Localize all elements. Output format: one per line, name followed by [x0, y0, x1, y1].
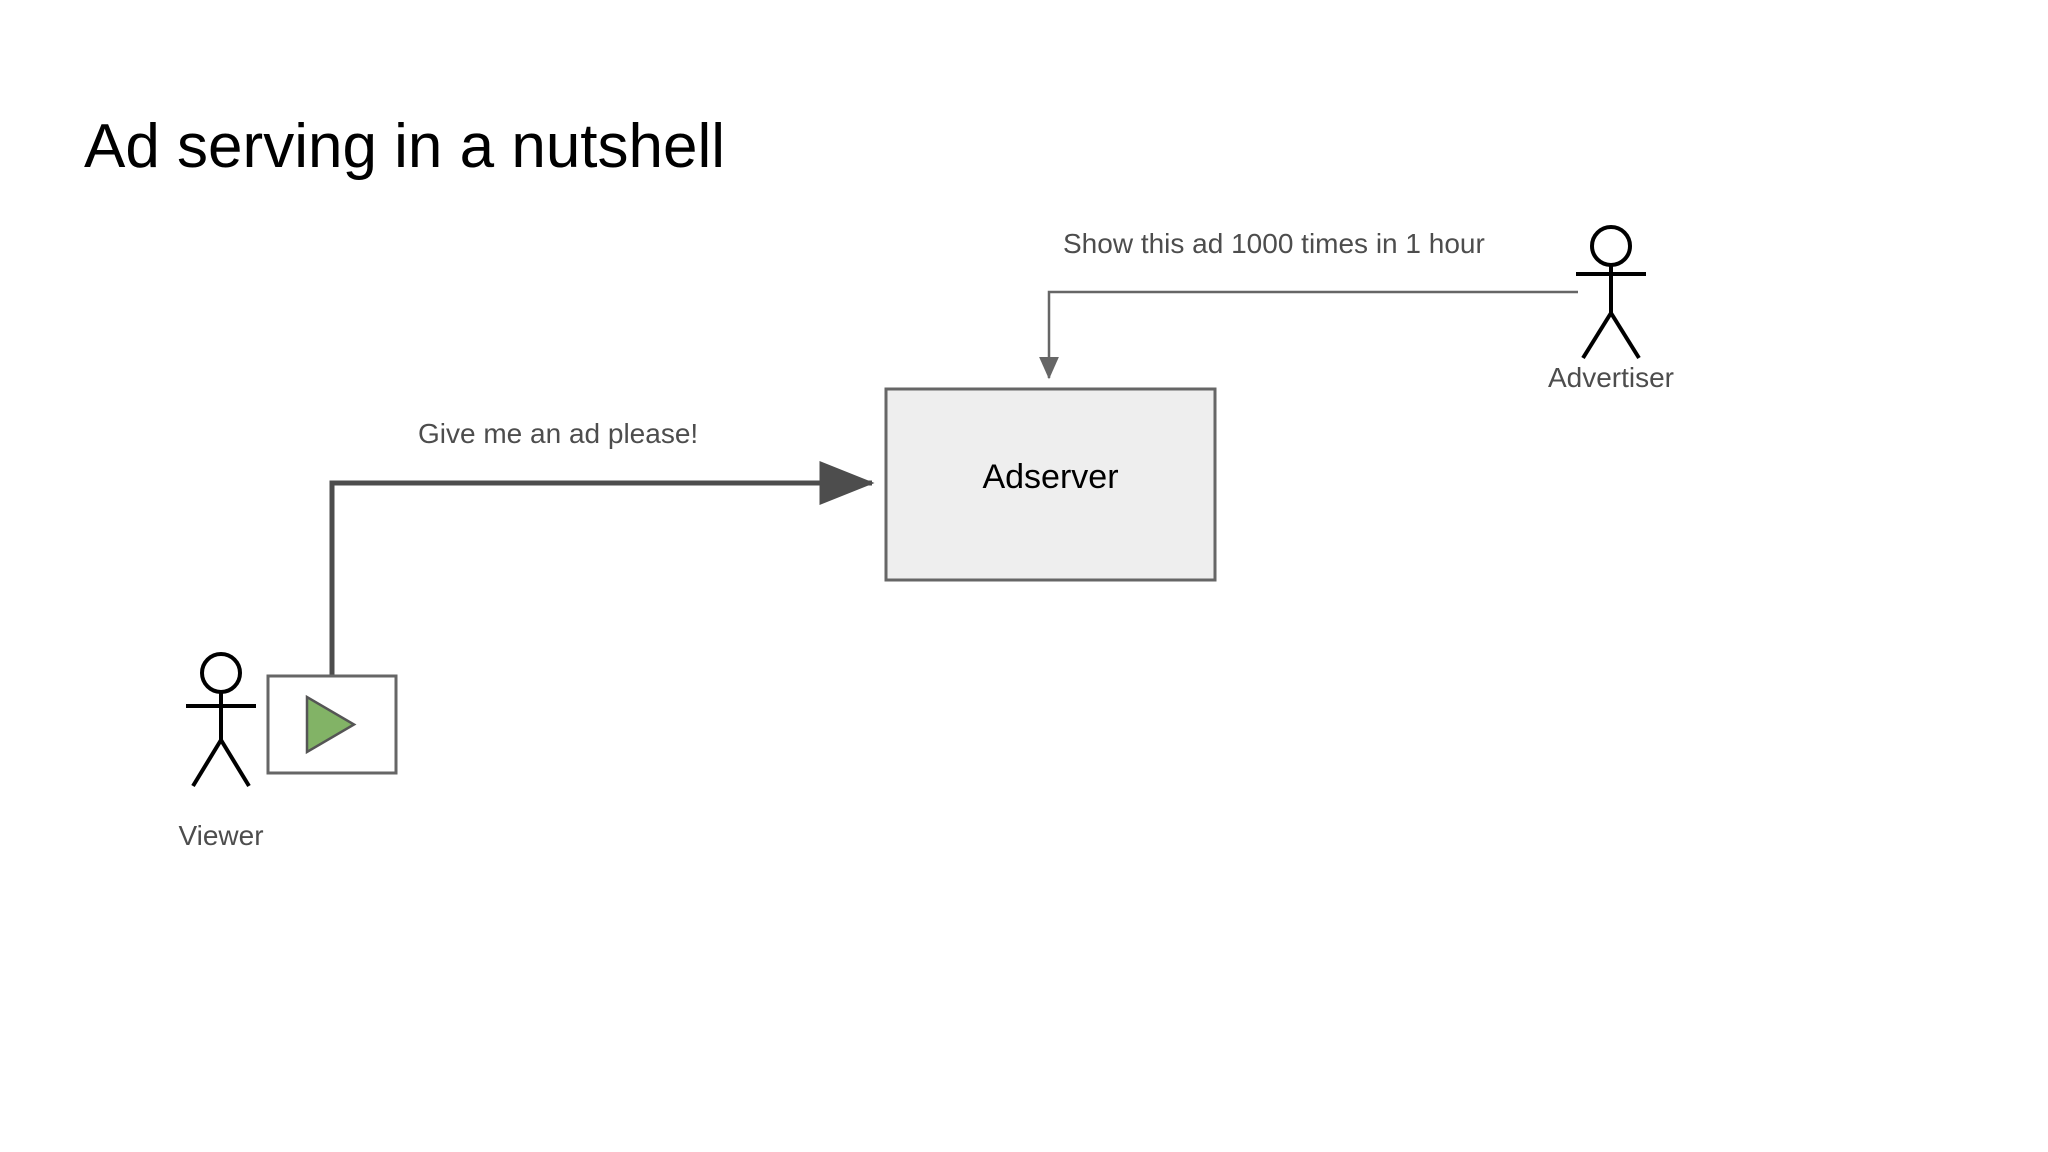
- page-title: Ad serving in a nutshell: [84, 112, 726, 181]
- viewer-leg-right: [219, 738, 251, 788]
- request-edge-line[interactable]: [329, 461, 875, 678]
- node-adserver[interactable]: [884, 387, 1217, 582]
- node-viewer[interactable]: [186, 652, 256, 788]
- advertiser-head-icon: [1590, 225, 1632, 267]
- edge-request[interactable]: [329, 461, 875, 678]
- adserver-box[interactable]: [884, 387, 1217, 582]
- edge-order[interactable]: [1039, 290, 1578, 380]
- viewer-head-icon: [200, 652, 242, 694]
- viewer-leg-left: [191, 738, 223, 788]
- advertiser-leg-right: [1609, 311, 1641, 360]
- advertiser-leg-left: [1581, 311, 1613, 360]
- order-edge-line[interactable]: [1039, 290, 1578, 380]
- play-icon[interactable]: [305, 694, 357, 755]
- node-video-player[interactable]: [266, 674, 398, 775]
- node-advertiser[interactable]: [1576, 225, 1646, 360]
